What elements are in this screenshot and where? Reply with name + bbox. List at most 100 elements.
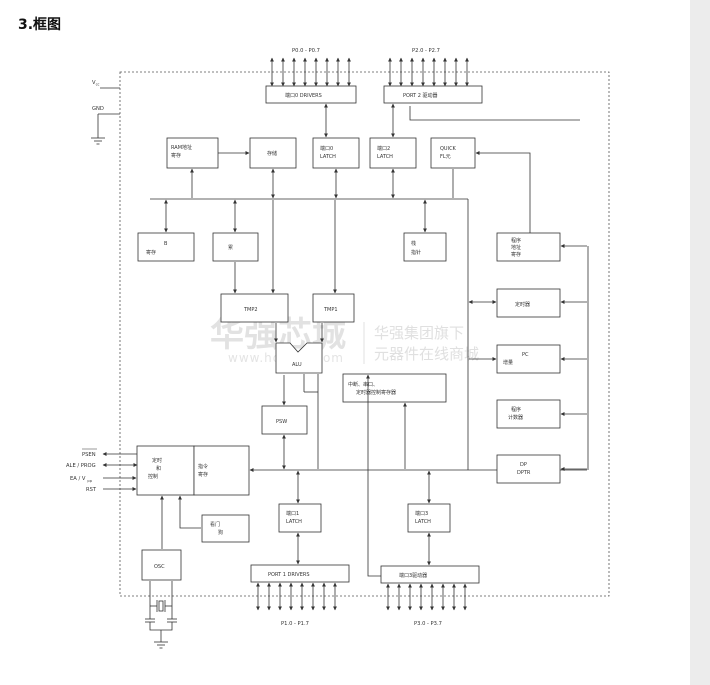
- port1-drivers-block: [250, 564, 350, 583]
- port2-latch: [369, 137, 417, 169]
- ram-address-label-2: 寄存: [171, 152, 181, 159]
- side-scroll-strip: [690, 0, 710, 685]
- port0-pins: [270, 57, 351, 87]
- timing-label-1: 定时: [152, 457, 162, 464]
- p0-range-label: P0.0 - P0.7: [292, 48, 320, 54]
- port0-latch-label-1: 端口0: [320, 145, 333, 152]
- crystal-ground-icon: [154, 641, 168, 649]
- port0-latch-label-2: LATCH: [320, 154, 336, 160]
- p2-range-label: P2.0 - P2.7: [412, 48, 440, 54]
- interrupt-timer-control-registers: [342, 373, 447, 403]
- alu-label: ALU: [292, 362, 302, 368]
- tmp2-label: TMP2: [243, 307, 258, 313]
- port2-latch-label-1: 端口2: [377, 145, 390, 152]
- stack-pointer: [403, 232, 447, 262]
- row3-connectors: [164, 199, 427, 233]
- prog-addr-label-2: 地址: [511, 244, 521, 251]
- port2-drivers-block: [383, 85, 483, 104]
- rst-label: RST: [86, 487, 97, 493]
- tmp1-label: TMP1: [323, 307, 338, 313]
- tmp2-register: [220, 293, 289, 323]
- chip-boundary: [119, 71, 610, 597]
- timing-control-block: [136, 445, 195, 496]
- port3-latch-label-2: LATCH: [415, 519, 431, 525]
- vcc-label: Vcc: [92, 80, 100, 87]
- port1-latch-label-2: LATCH: [286, 519, 302, 525]
- accumulator: [212, 232, 259, 262]
- port1-latch: [278, 503, 322, 533]
- dptr-label-2: DPTR: [517, 470, 531, 476]
- interrupt-label-2: 定时器控制寄存器: [356, 389, 396, 396]
- watermark-line1: 华强集团旗下: [374, 324, 464, 342]
- dptr-register: [496, 454, 561, 484]
- port1-pins: [256, 582, 337, 611]
- quick-flash-label-1: QUICK: [440, 146, 457, 152]
- section-heading: 3.框图: [18, 17, 62, 33]
- port2-latch-label-2: LATCH: [377, 154, 393, 160]
- psen-label: PSEN: [82, 452, 96, 458]
- port0-drivers-block: [265, 85, 357, 104]
- gnd-label: GND: [92, 106, 104, 112]
- power-pins: Vcc GND: [91, 80, 120, 145]
- psw-label: PSW: [276, 419, 287, 425]
- timer-control-label: 定时器: [515, 301, 530, 308]
- ram-address-label-1: RAM地址: [171, 144, 192, 151]
- watchdog-label-1: 看门: [210, 521, 220, 528]
- quick-flash-label-2: FL元: [440, 154, 451, 160]
- timer-control-block: [496, 288, 561, 318]
- quick-flash-block: [430, 137, 476, 169]
- port2-pins: [388, 57, 469, 87]
- lower-connectors: [296, 374, 431, 577]
- watchdog-label-2: 狗: [218, 529, 223, 536]
- watermark: 华强芯城 www.hqchip.com 华强集团旗下 元器件在线商城: [210, 315, 479, 365]
- instr-reg-label-2: 寄存: [198, 471, 208, 478]
- alu-block: [275, 342, 323, 374]
- right-column-connectors: [468, 244, 589, 471]
- p3-range-label: P3.0 - P3.7: [414, 621, 442, 627]
- oscillator: [141, 549, 182, 581]
- ram-address-register: [166, 137, 219, 169]
- ground-icon: [91, 137, 105, 145]
- p1-range-label: P1.0 - P1.7: [281, 621, 309, 627]
- accumulator-label: 累: [228, 245, 233, 251]
- b-register-label-1: B: [164, 241, 168, 247]
- program-counter: [496, 399, 561, 429]
- prog-addr-label-3: 寄存: [511, 251, 521, 258]
- psw-register: [261, 405, 308, 435]
- port3-latch-label-1: 端口3: [415, 510, 428, 517]
- tmp1-register: [312, 293, 355, 323]
- osc-label: OSC: [154, 564, 165, 570]
- port3-drivers-label: 端口3驱动器: [399, 572, 427, 579]
- port3-drivers-block: [380, 565, 480, 584]
- pc-incrementer: [496, 344, 561, 374]
- timing-label-2: 和: [156, 465, 161, 472]
- port2-drivers-label: PORT 2 驱动器: [403, 92, 437, 99]
- port1-drivers-label: PORT 1 DRIVERS: [268, 572, 310, 578]
- alu-connectors: [233, 200, 337, 469]
- port3-latch: [407, 503, 451, 533]
- program-counter-label-1: 程序: [511, 406, 521, 413]
- timing-label-3: 控制: [148, 473, 158, 480]
- watermark-line2: 元器件在线商城: [374, 345, 479, 363]
- port3-pins: [386, 583, 467, 611]
- ram-block: [249, 137, 297, 169]
- pc-label-2: 增量: [503, 359, 513, 366]
- port0-latch: [312, 137, 360, 169]
- port0-drivers-label: 端口0 DRIVERS: [285, 92, 322, 99]
- dptr-label-1: DP: [520, 462, 527, 468]
- pc-label-1: PC: [522, 352, 529, 358]
- instruction-register: [193, 445, 250, 496]
- ale-prog-label: ALE / PROG: [66, 463, 96, 469]
- b-register: [137, 232, 195, 262]
- interrupt-label-1: 中断、串口、: [348, 381, 378, 388]
- port1-latch-label-1: 端口1: [286, 510, 299, 517]
- b-register-label-2: 寄存: [146, 249, 156, 256]
- program-address-register: [496, 232, 561, 262]
- crystal-circuit: [145, 581, 177, 642]
- upper-bus-connectors: [190, 103, 580, 233]
- program-counter-label-2: 计数器: [508, 414, 523, 421]
- prog-addr-label-1: 程序: [511, 237, 521, 244]
